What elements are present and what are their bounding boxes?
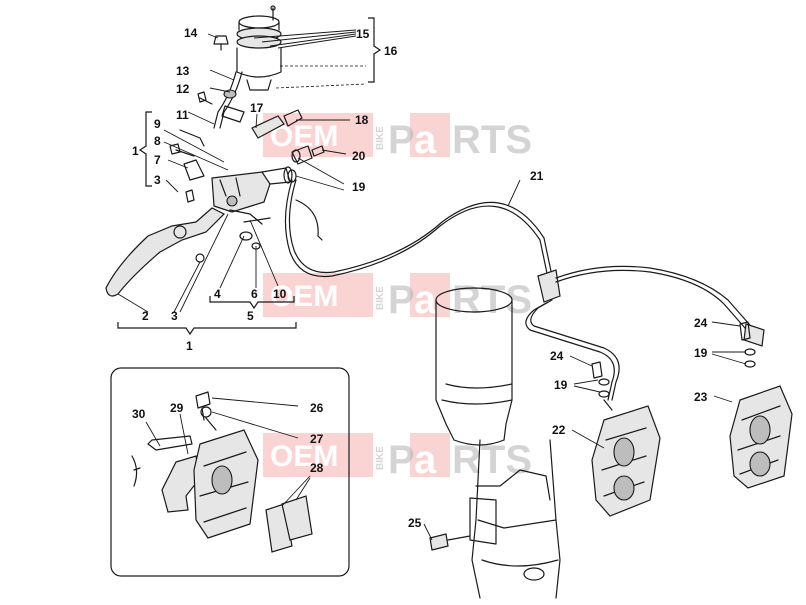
callout-19-right: 19 xyxy=(694,346,708,360)
svg-text:P: P xyxy=(388,438,415,482)
callout-26: 26 xyxy=(310,401,324,415)
svg-text:a: a xyxy=(414,118,437,162)
callouts: 14 15 16 13 12 17 11 18 9 8 1 20 7 3 19 … xyxy=(132,26,708,530)
callout-1-left: 1 xyxy=(132,144,139,158)
lever-parts-4-6-10 xyxy=(229,209,271,250)
brake-caliper-left xyxy=(591,399,661,517)
watermark-bottom: OEM BIKE P a RTS xyxy=(263,433,532,482)
caliper-detail-inset xyxy=(110,367,350,577)
brace-1-left xyxy=(138,111,152,187)
master-cylinder xyxy=(211,166,293,213)
brace-1-bottom xyxy=(117,322,297,336)
callout-4: 4 xyxy=(214,287,221,301)
brake-switch-20 xyxy=(291,145,325,165)
callout-27: 27 xyxy=(310,432,324,446)
callout-15: 15 xyxy=(356,27,370,41)
svg-text:BIKE: BIKE xyxy=(375,126,386,150)
callout-13: 13 xyxy=(176,64,190,78)
svg-text:a: a xyxy=(414,438,437,482)
callout-12: 12 xyxy=(176,82,190,96)
callout-20: 20 xyxy=(352,149,366,163)
callout-8: 8 xyxy=(154,134,161,148)
bolt-12 xyxy=(197,91,213,105)
callout-3-bottom: 3 xyxy=(171,309,178,323)
brake-hose-right xyxy=(555,265,757,337)
callout-29: 29 xyxy=(170,401,184,415)
svg-text:RTS: RTS xyxy=(452,278,532,322)
callout-28: 28 xyxy=(310,461,324,475)
svg-text:RTS: RTS xyxy=(452,438,532,482)
brake-fluid-reservoir xyxy=(236,5,282,91)
callout-19-top: 19 xyxy=(352,180,366,194)
callout-5: 5 xyxy=(247,309,254,323)
brake-lever xyxy=(105,207,226,297)
callout-9: 9 xyxy=(154,117,161,131)
leader-lines xyxy=(117,29,747,541)
callout-17: 17 xyxy=(250,101,264,115)
brake-hose-left xyxy=(525,299,620,401)
brake-hose-main xyxy=(284,179,553,279)
brace-16 xyxy=(368,17,382,83)
svg-text:a: a xyxy=(414,278,437,322)
svg-text:P: P xyxy=(388,118,415,162)
fork-leg xyxy=(435,287,561,599)
svg-text:OEM: OEM xyxy=(270,440,338,473)
svg-text:BIKE: BIKE xyxy=(375,286,386,310)
hose-clip xyxy=(223,89,237,99)
callout-25: 25 xyxy=(408,516,422,530)
callout-11: 11 xyxy=(176,108,189,122)
brake-light-wire xyxy=(295,199,323,241)
brace-5 xyxy=(209,296,295,310)
svg-text:BIKE: BIKE xyxy=(375,446,386,470)
callout-22: 22 xyxy=(552,423,566,437)
callout-14: 14 xyxy=(184,26,198,40)
bolt-25 xyxy=(429,533,471,551)
small-parts-7-8-9 xyxy=(169,129,205,203)
callout-3-top: 3 xyxy=(154,173,161,187)
hose-fitting xyxy=(221,105,245,123)
fittings-19-24-left xyxy=(591,361,610,398)
callout-16: 16 xyxy=(384,44,398,58)
reservoir-cap-screw xyxy=(213,35,229,51)
callout-2: 2 xyxy=(142,309,149,323)
callout-10: 10 xyxy=(273,287,287,301)
watermark-middle: OEM BIKE P a RTS xyxy=(263,273,532,322)
callout-24-left: 24 xyxy=(550,349,564,363)
callout-7: 7 xyxy=(154,153,161,167)
callout-19-left: 19 xyxy=(554,378,568,392)
callout-18: 18 xyxy=(355,113,369,127)
banjo-bolt-17-18 xyxy=(251,109,303,139)
callout-21: 21 xyxy=(530,169,544,183)
reservoir-hose xyxy=(213,71,243,129)
callout-23: 23 xyxy=(694,390,708,404)
callout-24-right: 24 xyxy=(694,316,708,330)
svg-text:P: P xyxy=(388,278,415,322)
callout-6: 6 xyxy=(251,287,258,301)
brake-caliper-right xyxy=(729,385,793,489)
svg-text:RTS: RTS xyxy=(452,118,532,162)
callout-1-bottom: 1 xyxy=(186,339,193,353)
hose-split-fitting xyxy=(537,269,561,303)
svg-text:OEM: OEM xyxy=(270,280,338,313)
right-hose-fitting xyxy=(743,323,765,347)
callout-30: 30 xyxy=(132,407,146,421)
